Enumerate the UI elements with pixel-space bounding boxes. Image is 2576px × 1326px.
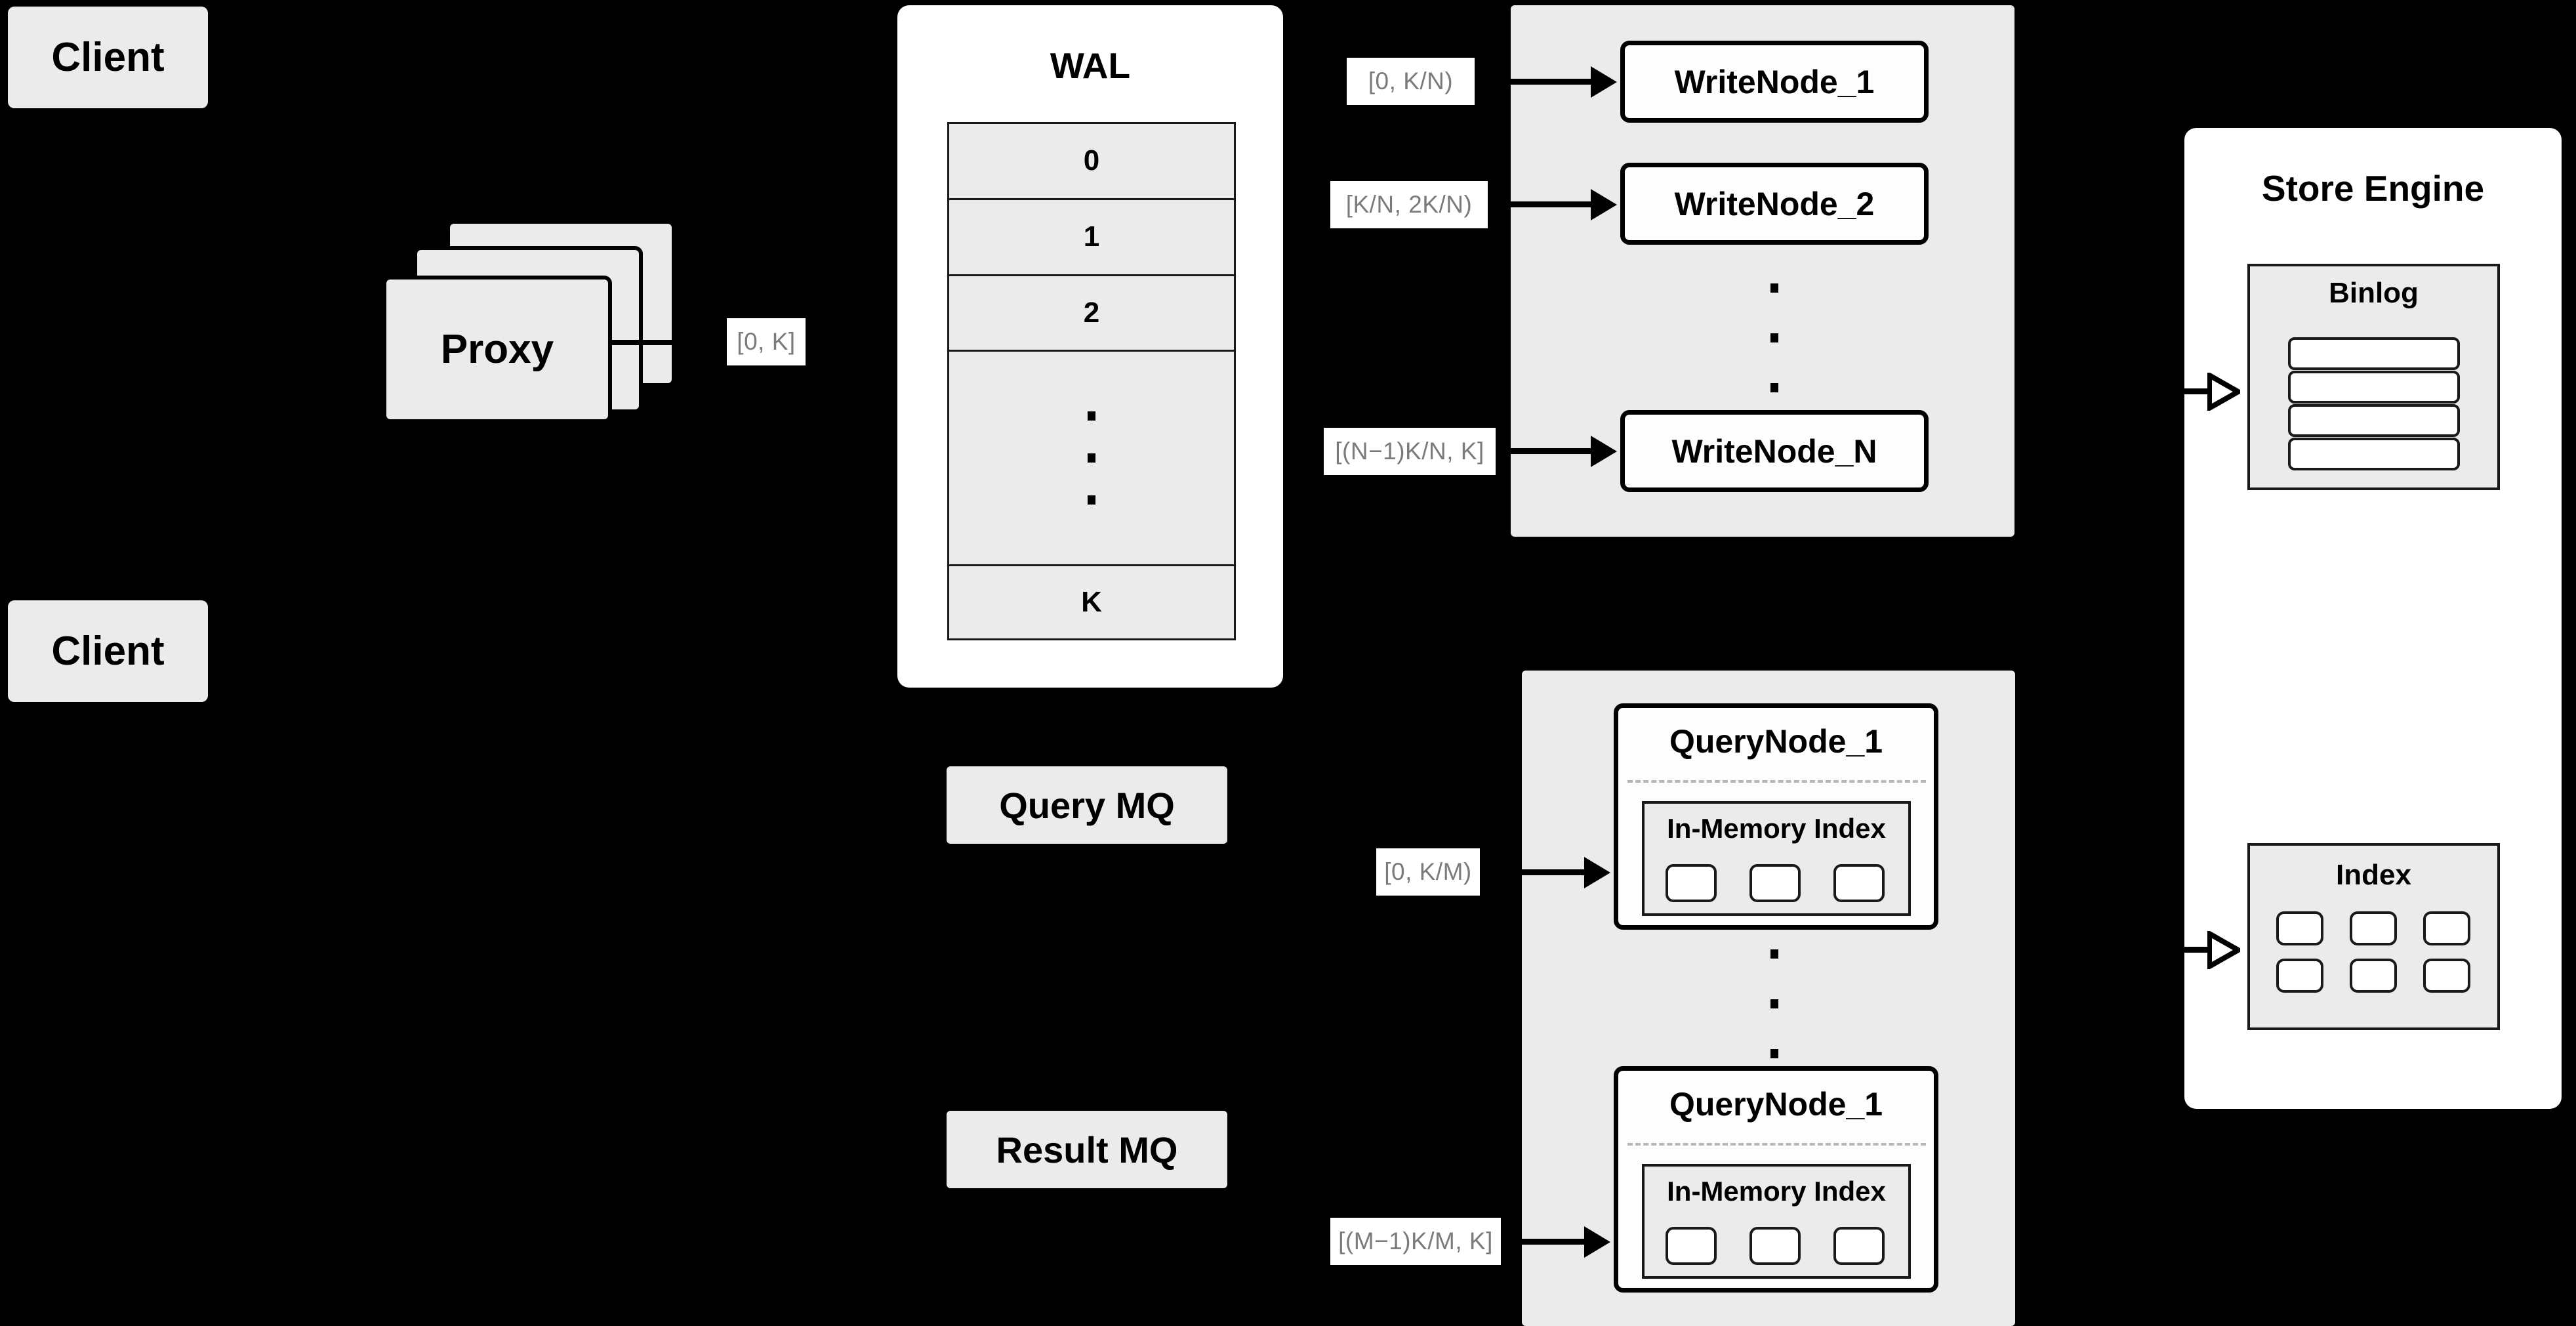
index-cell[interactable] <box>1666 1227 1717 1265</box>
write-node-n-label: WriteNode_N <box>1671 432 1877 470</box>
binlog-box: Binlog <box>2247 264 2500 490</box>
binlog-row[interactable] <box>2288 337 2460 370</box>
client-box-2[interactable]: Client <box>8 600 208 702</box>
write-node-ellipsis <box>1765 276 1784 400</box>
index-cell[interactable] <box>2423 959 2470 993</box>
binlog-row[interactable] <box>2288 404 2460 437</box>
arrow-head-write-node-2 <box>1591 189 1617 220</box>
query-node-2-title: QueryNode_1 <box>1669 1086 1883 1123</box>
write-node-2[interactable]: WriteNode_2 <box>1620 163 1929 245</box>
index-box: Index <box>2247 843 2500 1030</box>
ellipsis-dot <box>1088 411 1095 421</box>
range-label-query-node-1: [0, K/M) <box>1376 848 1480 896</box>
index-cell[interactable] <box>1749 864 1801 902</box>
query-mq-box[interactable]: Query MQ <box>947 766 1227 844</box>
result-mq-box[interactable]: Result MQ <box>947 1111 1227 1188</box>
arrow-line-to-binlog <box>2179 388 2212 394</box>
client-label-2: Client <box>51 629 165 674</box>
wal-cell-ellipsis <box>949 352 1234 567</box>
range-label-proxy-to-wal: [0, K] <box>727 318 806 365</box>
store-engine-title: Store Engine <box>2261 168 2485 209</box>
query-node-2[interactable]: QueryNode_1 In-Memory Index <box>1614 1066 1938 1293</box>
in-memory-index-2: In-Memory Index <box>1642 1164 1911 1279</box>
range-label-write-node-n: [(N−1)K/N, K] <box>1324 428 1496 475</box>
binlog-title: Binlog <box>2329 277 2419 309</box>
wal-cell-1[interactable]: 1 <box>949 199 1234 276</box>
proxy-label: Proxy <box>440 327 554 372</box>
index-cell[interactable] <box>2350 911 2397 945</box>
wal-cell-2[interactable]: 2 <box>949 276 1234 352</box>
write-node-2-label: WriteNode_2 <box>1674 185 1875 222</box>
index-title: Index <box>2336 859 2411 891</box>
arrow-line-write-node-2 <box>1509 201 1594 207</box>
wal-title: WAL <box>1050 45 1131 86</box>
query-mq-label: Query MQ <box>999 784 1175 826</box>
index-cell[interactable] <box>1833 1227 1885 1265</box>
arrow-head-open-index <box>2207 931 2240 969</box>
query-node-2-separator <box>1627 1143 1926 1146</box>
client-label-1: Client <box>51 35 165 80</box>
wal-table: 0 1 2 K <box>947 122 1236 640</box>
in-memory-index-1: In-Memory Index <box>1642 801 1911 916</box>
ellipsis-dot <box>1770 333 1778 342</box>
range-label-text: [(M−1)K/M, K] <box>1338 1228 1493 1254</box>
range-label-text: [(N−1)K/N, K] <box>1335 438 1484 465</box>
ellipsis-dot <box>1770 383 1778 392</box>
write-node-1-label: WriteNode_1 <box>1674 63 1875 100</box>
arrow-head-query-node-1 <box>1584 857 1610 888</box>
ellipsis-dot <box>1770 999 1778 1008</box>
wal-container: WAL 0 1 2 K <box>897 5 1283 688</box>
index-cell[interactable] <box>2276 959 2323 993</box>
ellipsis-dot <box>1088 453 1095 463</box>
wal-cell-k[interactable]: K <box>949 566 1234 638</box>
binlog-row[interactable] <box>2288 371 2460 404</box>
query-node-1[interactable]: QueryNode_1 In-Memory Index <box>1614 703 1938 930</box>
range-label-write-node-2: [K/N, 2K/N) <box>1330 181 1488 228</box>
range-label-query-node-m: [(M−1)K/M, K] <box>1330 1218 1501 1265</box>
query-node-1-separator <box>1627 780 1926 783</box>
index-cell[interactable] <box>2350 959 2397 993</box>
in-memory-index-1-title: In-Memory Index <box>1667 813 1886 844</box>
ellipsis-dot <box>1770 1049 1778 1058</box>
in-memory-index-2-title: In-Memory Index <box>1667 1176 1886 1207</box>
index-cell[interactable] <box>1749 1227 1801 1265</box>
ellipsis-dot <box>1770 949 1778 959</box>
write-node-1[interactable]: WriteNode_1 <box>1620 41 1929 123</box>
index-cell[interactable] <box>2423 911 2470 945</box>
arrow-line-query-node-2 <box>1509 1239 1587 1245</box>
proxy-to-wal-connector <box>612 340 684 345</box>
arrow-head-write-node-1 <box>1591 66 1617 98</box>
index-cell[interactable] <box>2276 911 2323 945</box>
write-node-n[interactable]: WriteNode_N <box>1620 410 1929 492</box>
store-engine-container: Store Engine Binlog Index <box>2184 128 2562 1109</box>
binlog-row[interactable] <box>2288 438 2460 470</box>
range-label-text: [0, K] <box>737 328 796 355</box>
arrow-line-query-node-1 <box>1509 869 1587 875</box>
arrow-head-query-node-2 <box>1584 1226 1610 1258</box>
client-box-1[interactable]: Client <box>8 7 208 108</box>
ellipsis-dot <box>1088 495 1095 505</box>
index-cell[interactable] <box>1833 864 1885 902</box>
range-label-text: [0, K/M) <box>1384 858 1472 885</box>
arrow-line-write-node-1 <box>1509 79 1594 85</box>
arrow-line-to-index <box>2179 947 2212 953</box>
query-node-ellipsis <box>1765 942 1784 1066</box>
index-cell[interactable] <box>1666 864 1717 902</box>
range-label-write-node-1: [0, K/N) <box>1347 58 1475 105</box>
arrow-line-write-node-n <box>1509 448 1594 454</box>
wal-cell-0[interactable]: 0 <box>949 124 1234 200</box>
proxy-box[interactable]: Proxy <box>382 276 612 423</box>
result-mq-label: Result MQ <box>996 1129 1178 1171</box>
arrow-head-open-binlog <box>2207 373 2240 411</box>
arrow-head-write-node-n <box>1591 436 1617 467</box>
query-node-1-title: QueryNode_1 <box>1669 723 1883 760</box>
range-label-text: [K/N, 2K/N) <box>1345 191 1473 218</box>
range-label-text: [0, K/N) <box>1368 68 1454 94</box>
ellipsis-dot <box>1770 283 1778 293</box>
